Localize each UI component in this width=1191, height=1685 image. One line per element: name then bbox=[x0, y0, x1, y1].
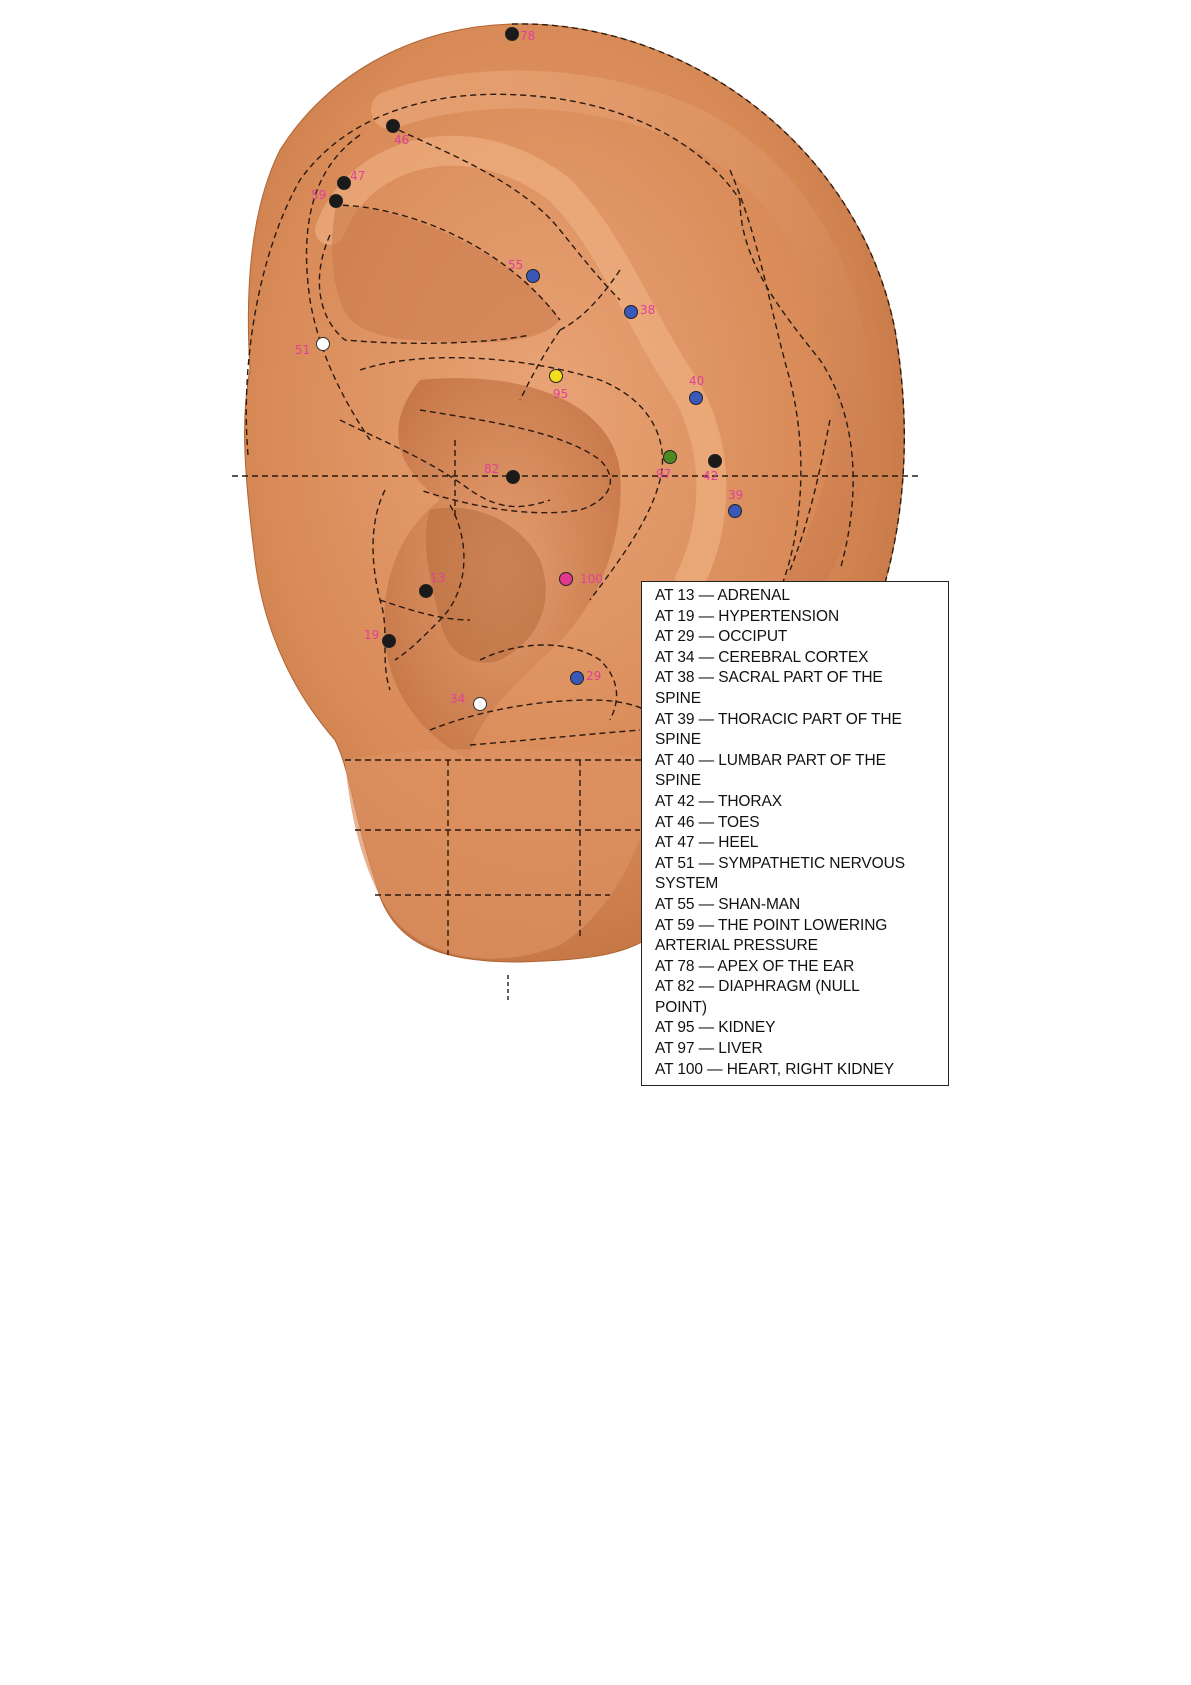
acupoint-label: 95 bbox=[553, 387, 568, 401]
acupoint-dot bbox=[663, 450, 677, 464]
points-layer: 78 46 47 59 55 38 51 95 40 97 42 82 39 100 13 19 29 34 bbox=[295, 27, 743, 711]
legend-row: AT 97 — LIVER bbox=[655, 1040, 763, 1058]
legend-row: AT 29 — OCCIPUT bbox=[655, 628, 788, 646]
acupoint-dot bbox=[329, 194, 343, 208]
acupoint-label: 39 bbox=[728, 488, 743, 502]
acupoint-label: 19 bbox=[364, 628, 379, 642]
acupoint-55: 55 bbox=[508, 258, 540, 283]
acupoint-label: 13 bbox=[430, 571, 445, 585]
legend-box: AT 13 — ADRENAL AT 19 — HYPERTENSION AT 29… bbox=[641, 581, 949, 1086]
legend-row: AT 55 — SHAN-MAN bbox=[655, 895, 801, 913]
acupoint-dot bbox=[559, 572, 573, 586]
acupoint-dot bbox=[419, 584, 433, 598]
legend-row: AT 95 — KIDNEY bbox=[655, 1019, 776, 1037]
acupoint-dot bbox=[570, 671, 584, 685]
acupoint-label: 47 bbox=[350, 169, 365, 183]
antihelix-ridge bbox=[315, 135, 727, 595]
zone-dashed-lines bbox=[245, 93, 854, 955]
legend-row: AT 51 — SYMPATHETIC NERVOUS bbox=[655, 854, 905, 872]
legend-row: AT 78 — APEX OF THE EAR bbox=[655, 957, 855, 975]
acupoint-dot bbox=[624, 305, 638, 319]
acupoint-97: 97 bbox=[656, 450, 677, 481]
legend-row: AT 47 — HEEL bbox=[655, 834, 759, 852]
ear-dashed-contour bbox=[511, 23, 905, 601]
legend-row: AT 100 — HEART, RIGHT KIDNEY bbox=[655, 1060, 894, 1078]
helix-rim bbox=[371, 70, 871, 609]
acupoint-dot bbox=[505, 27, 519, 41]
acupoint-label: 42 bbox=[703, 469, 718, 483]
acupoint-47: 47 bbox=[337, 169, 365, 190]
acupoint-dot bbox=[526, 269, 540, 283]
acupoint-dot bbox=[689, 391, 703, 405]
legend-row: AT 59 — THE POINT LOWERING bbox=[655, 916, 888, 934]
acupoint-51: 51 bbox=[295, 337, 330, 357]
acupoint-label: 34 bbox=[450, 692, 465, 706]
acupoint-label: 82 bbox=[484, 462, 499, 476]
acupoint-78: 78 bbox=[505, 27, 535, 43]
acupoint-dot bbox=[708, 454, 722, 468]
legend-row: AT 34 — CEREBRAL CORTEX bbox=[655, 648, 869, 666]
acupoint-19: 19 bbox=[364, 628, 396, 648]
legend-row: SPINE bbox=[655, 731, 702, 749]
acupoint-label: 78 bbox=[520, 29, 535, 43]
legend-row: AT 46 — TOES bbox=[655, 813, 760, 831]
legend-row: SPINE bbox=[655, 772, 702, 790]
acupoint-label: 100 bbox=[580, 572, 603, 586]
acupoint-dot bbox=[473, 697, 487, 711]
acupoint-dot bbox=[386, 119, 400, 133]
acupoint-dot bbox=[728, 504, 742, 518]
acupoint-46: 46 bbox=[386, 119, 409, 147]
legend-row: AT 19 — HYPERTENSION bbox=[655, 607, 840, 625]
acupoint-100: 100 bbox=[559, 572, 603, 586]
acupoint-label: 38 bbox=[640, 303, 655, 317]
acupoint-29: 29 bbox=[570, 669, 601, 685]
acupoint-dot bbox=[549, 369, 563, 383]
acupoint-38: 38 bbox=[624, 303, 655, 319]
legend-row: AT 82 — DIAPHRAGM (NULL bbox=[655, 978, 860, 996]
acupoint-39: 39 bbox=[728, 488, 743, 518]
triangular-fossa bbox=[331, 205, 560, 343]
acupoint-dot bbox=[382, 634, 396, 648]
acupoint-dot bbox=[506, 470, 520, 484]
acupoint-label: 29 bbox=[586, 669, 601, 683]
acupoint-label: 59 bbox=[311, 188, 326, 202]
acupoint-label: 55 bbox=[508, 258, 523, 272]
acupoint-label: 40 bbox=[689, 374, 704, 388]
ear-lobe bbox=[345, 748, 660, 959]
legend-row: AT 13 — ADRENAL bbox=[655, 587, 790, 604]
acupoint-dot bbox=[316, 337, 330, 351]
acupoint-dot bbox=[337, 176, 351, 190]
acupoint-59: 59 bbox=[311, 188, 343, 208]
acupoint-label: 97 bbox=[656, 467, 671, 481]
acupoint-label: 46 bbox=[394, 133, 409, 147]
ear-canal bbox=[425, 507, 546, 663]
legend-row: AT 38 — SACRAL PART OF THE bbox=[655, 669, 883, 687]
legend-row: SYSTEM bbox=[655, 875, 719, 893]
acupoint-label: 51 bbox=[295, 343, 310, 357]
acupoint-40: 40 bbox=[689, 374, 704, 405]
acupoint-42: 42 bbox=[703, 454, 722, 483]
acupoint-13: 13 bbox=[419, 571, 445, 598]
legend-row: SPINE bbox=[655, 689, 702, 707]
acupoint-95: 95 bbox=[549, 369, 568, 401]
acupoint-34: 34 bbox=[450, 692, 487, 711]
legend-row: AT 40 — LUMBAR PART OF THE bbox=[655, 751, 886, 769]
legend-row: AT 42 — THORAX bbox=[655, 792, 782, 810]
legend-row: POINT) bbox=[655, 998, 707, 1016]
acupoint-82: 82 bbox=[484, 462, 520, 484]
legend-row: AT 39 — THORACIC PART OF THE bbox=[655, 710, 902, 728]
legend-row: ARTERIAL PRESSURE bbox=[655, 937, 818, 955]
